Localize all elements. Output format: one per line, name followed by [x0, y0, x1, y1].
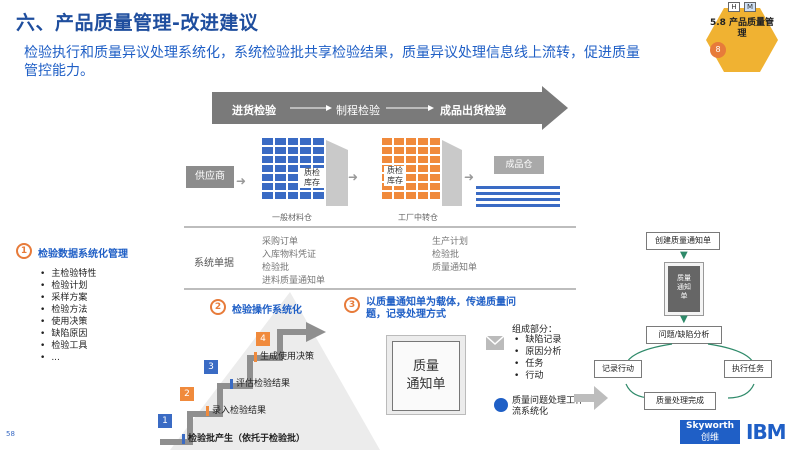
list-item: 主检验特性 [40, 268, 96, 280]
forward-arrow-icon [574, 386, 608, 410]
system-docs-col2: 生产计划 检验批 质量通知单 [432, 236, 477, 275]
warehouse2-side-icon [442, 140, 462, 206]
system-docs-col1: 采购订单 入库物料凭证 检验批 进料质量通知单 [262, 236, 325, 288]
doc-item: 检验批 [262, 263, 290, 273]
divider [184, 288, 576, 290]
page-title: 六、产品质量管理-改进建议 [16, 12, 259, 34]
mail-icon [486, 336, 504, 350]
list-item: 采样方案 [40, 292, 96, 304]
warehouse2-label: 质检库存 [384, 166, 406, 186]
list-item: 行动 [514, 370, 561, 382]
step-2-badge: 2 [180, 387, 194, 401]
process-create: 创建质量通知单 [646, 232, 720, 250]
badge-m: M [744, 2, 756, 12]
list-item: 使用决策 [40, 316, 96, 328]
page-subtitle: 检验执行和质量异议处理系统化，系统检验批共享检验结果，质量异议处理信息线上流转，… [24, 45, 640, 79]
flow-step2: 制程检验 [336, 104, 380, 117]
doc-item: 质量通知单 [432, 263, 478, 273]
page-number: 58 [6, 430, 15, 438]
process-analysis: 问题/缺陷分析 [646, 326, 722, 344]
sec1-number: 1 [16, 243, 32, 259]
list-item: 检验方法 [40, 304, 96, 316]
doc-item: 入库物料凭证 [262, 250, 317, 260]
arrow-icon: ➜ [464, 170, 475, 184]
sec1-title: 检验数据系统化管理 [38, 249, 128, 260]
sec3-number: 3 [344, 297, 360, 313]
step-1-label: 检验批产生（依托于检验批） [182, 434, 305, 444]
arrow-icon: ➜ [348, 170, 359, 184]
step-4-badge: 4 [256, 332, 270, 346]
doc-item: 进料质量通知单 [262, 276, 326, 286]
badge-h: H [728, 2, 740, 12]
components-list: 缺陷记录 原因分析 任务 行动 [514, 334, 561, 382]
arrow-down-icon: ▼ [680, 314, 688, 325]
sec3-title: 以质量通知单为载体，传递质量问题，记录处理方式 [366, 297, 516, 320]
flow-step1: 进货检验 [232, 104, 276, 117]
doc-icon: 质量通知单 [668, 266, 700, 312]
warehouse1-side-icon [326, 140, 348, 206]
ibm-logo: IBM [746, 420, 787, 444]
list-item: 检验计划 [40, 280, 96, 292]
badge-label: 5.8 产品质量管理 [709, 18, 775, 39]
doc-item: 采购订单 [262, 237, 299, 247]
list-item: 原因分析 [514, 346, 561, 358]
divider [184, 226, 576, 228]
workflow-note: 质量问题处理工作流系统化 [512, 396, 585, 417]
warehouse1-label: 质检库存 [300, 168, 324, 188]
warehouse2-building-icon [382, 138, 440, 199]
warehouse2-caption: 工厂中转仓 [398, 213, 438, 222]
process-record: 记录行动 [594, 360, 642, 378]
sec1-list: 主检验特性 检验计划 采样方案 检验方法 使用决策 缺陷原因 检验工具 ... [40, 268, 96, 364]
product-shelves-icon [476, 186, 560, 208]
supplier-box: 供应商 [186, 166, 234, 188]
arrow-icon: ➜ [236, 174, 247, 188]
staircase-background [160, 292, 380, 450]
flow-step3: 成品出货检验 [440, 104, 506, 117]
step-4-label: 生成使用决策 [254, 352, 314, 362]
system-docs-label: 系统单据 [194, 258, 234, 269]
doc-item: 生产计划 [432, 237, 469, 247]
workflow-icon [494, 398, 508, 412]
list-item: 缺陷原因 [40, 328, 96, 340]
step-3-badge: 3 [204, 360, 218, 374]
badge-num: 8 [710, 42, 726, 58]
flow-line-icon [386, 105, 434, 111]
product-warehouse-box: 成品仓 [494, 156, 544, 174]
arrow-down-icon: ▼ [680, 250, 688, 261]
step-2-label: 录入检验结果 [206, 406, 266, 416]
list-item: ... [40, 352, 96, 364]
list-item: 检验工具 [40, 340, 96, 352]
list-item: 缺陷记录 [514, 334, 561, 346]
step-3-label: 评估检验结果 [230, 379, 290, 389]
process-done: 质量处理完成 [644, 392, 716, 410]
sec2-title: 检验操作系统化 [232, 305, 302, 316]
list-item: 任务 [514, 358, 561, 370]
process-execute: 执行任务 [724, 360, 772, 378]
warehouse1-caption: 一般材料仓 [272, 213, 312, 222]
flow-line-icon [290, 105, 332, 111]
doc-item: 检验批 [432, 250, 460, 260]
components-title: 组成部分： [512, 325, 558, 335]
sec2-number: 2 [210, 299, 226, 315]
notice-card: 质量通知单 [392, 341, 460, 411]
step-1-badge: 1 [158, 414, 172, 428]
